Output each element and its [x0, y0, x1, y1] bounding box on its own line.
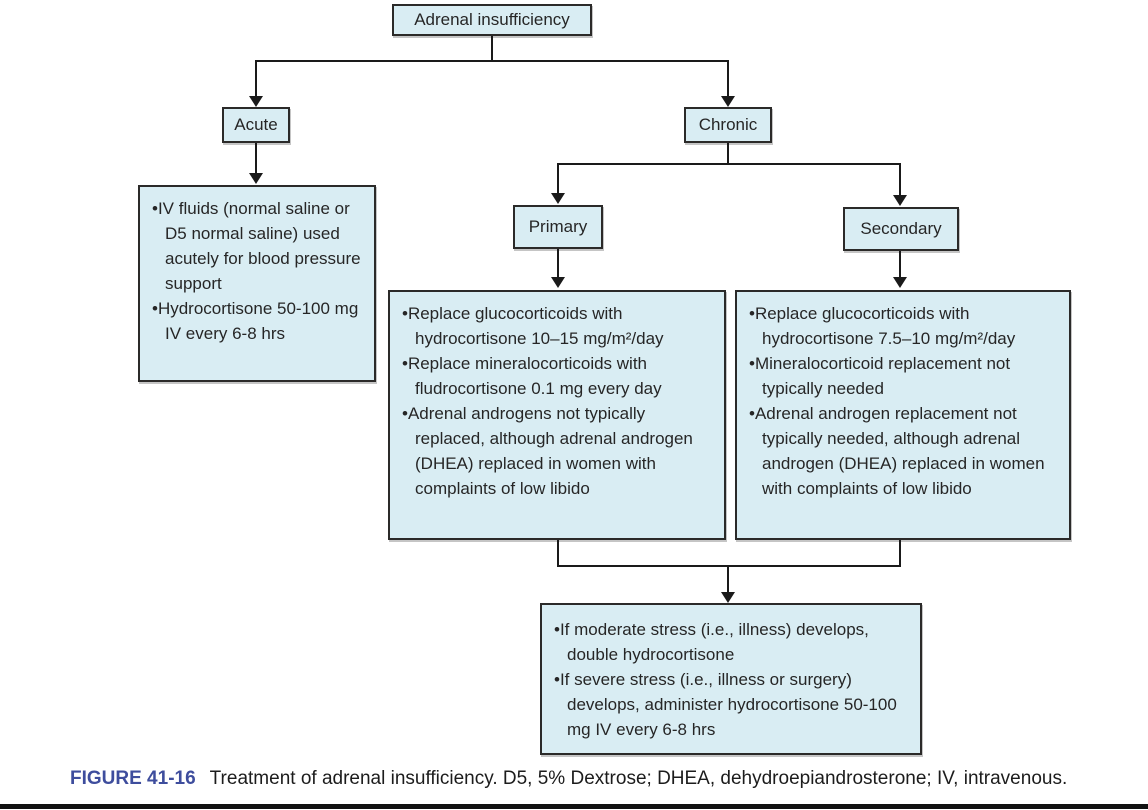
- bullet-item: If moderate stress (i.e., illness) devel…: [554, 617, 912, 667]
- node-label: Chronic: [698, 115, 758, 134]
- node-acute: Acute: [222, 107, 290, 143]
- arrowhead-acute-treatment: [249, 173, 263, 184]
- arrowhead-stress-dosing: [721, 592, 735, 603]
- node-label: Primary: [528, 217, 588, 236]
- arrowhead-secondary: [893, 195, 907, 206]
- connector-drop-acute: [255, 60, 257, 98]
- node-chronic: Chronic: [684, 107, 772, 143]
- connector-chronic-stem: [727, 143, 729, 165]
- connector-drop-secondary: [899, 163, 901, 196]
- connector-drop-chronic: [727, 60, 729, 98]
- bullet-item: Replace glucocorticoids with hydrocortis…: [402, 301, 716, 351]
- node-primary: Primary: [513, 205, 603, 249]
- bullet-item: If severe stress (i.e., illness or surge…: [554, 667, 912, 742]
- bullet-item: Hydrocortisone 50-100 mg IV every 6-8 hr…: [152, 296, 366, 346]
- bullet-list: Replace glucocorticoids with hydrocortis…: [402, 301, 716, 501]
- page-divider: [0, 804, 1148, 809]
- node-secondary: Secondary: [843, 207, 959, 251]
- bullet-item: Replace glucocorticoids with hydrocortis…: [749, 301, 1061, 351]
- connector-root-stem: [491, 36, 493, 62]
- figure-caption: FIGURE 41-16 Treatment of adrenal insuffi…: [70, 768, 1140, 790]
- node-adrenal-insufficiency: Adrenal insufficiency: [392, 4, 592, 36]
- bullet-item: Adrenal androgen replacement not typical…: [749, 401, 1061, 501]
- connector-acute-stem: [255, 143, 257, 174]
- connector-merge-right: [899, 540, 901, 567]
- bullet-item: Adrenal androgens not typically replaced…: [402, 401, 716, 501]
- figure-number: FIGURE 41-16: [70, 768, 196, 789]
- arrowhead-acute: [249, 96, 263, 107]
- box-primary-treatment: Replace glucocorticoids with hydrocortis…: [388, 290, 726, 540]
- bullet-item: IV fluids (normal saline or D5 normal sa…: [152, 196, 366, 296]
- connector-chronic-branch: [557, 163, 901, 165]
- box-acute-treatment: IV fluids (normal saline or D5 normal sa…: [138, 185, 376, 382]
- arrowhead-secondary-treatment: [893, 277, 907, 288]
- bullet-list: If moderate stress (i.e., illness) devel…: [554, 617, 912, 742]
- arrowhead-chronic: [721, 96, 735, 107]
- node-label: Secondary: [860, 219, 942, 238]
- bullet-list: IV fluids (normal saline or D5 normal sa…: [152, 196, 366, 346]
- connector-merge-left: [557, 540, 559, 567]
- connector-primary-stem: [557, 249, 559, 278]
- connector-merge-stem: [727, 565, 729, 593]
- bullet-item: Replace mineralocorticoids with fludroco…: [402, 351, 716, 401]
- bullet-item: Mineralocorticoid replacement not typica…: [749, 351, 1061, 401]
- connector-drop-primary: [557, 163, 559, 194]
- node-label: Acute: [234, 115, 278, 134]
- box-stress-dosing: If moderate stress (i.e., illness) devel…: [540, 603, 922, 755]
- connector-merge-bar: [557, 565, 901, 567]
- box-secondary-treatment: Replace glucocorticoids with hydrocortis…: [735, 290, 1071, 540]
- arrowhead-primary-treatment: [551, 277, 565, 288]
- connector-root-branch: [255, 60, 729, 62]
- arrowhead-primary: [551, 193, 565, 204]
- connector-secondary-stem: [899, 251, 901, 278]
- bullet-list: Replace glucocorticoids with hydrocortis…: [749, 301, 1061, 501]
- node-label: Adrenal insufficiency: [414, 10, 570, 29]
- figure-caption-text: Treatment of adrenal insufficiency. D5, …: [209, 768, 1068, 789]
